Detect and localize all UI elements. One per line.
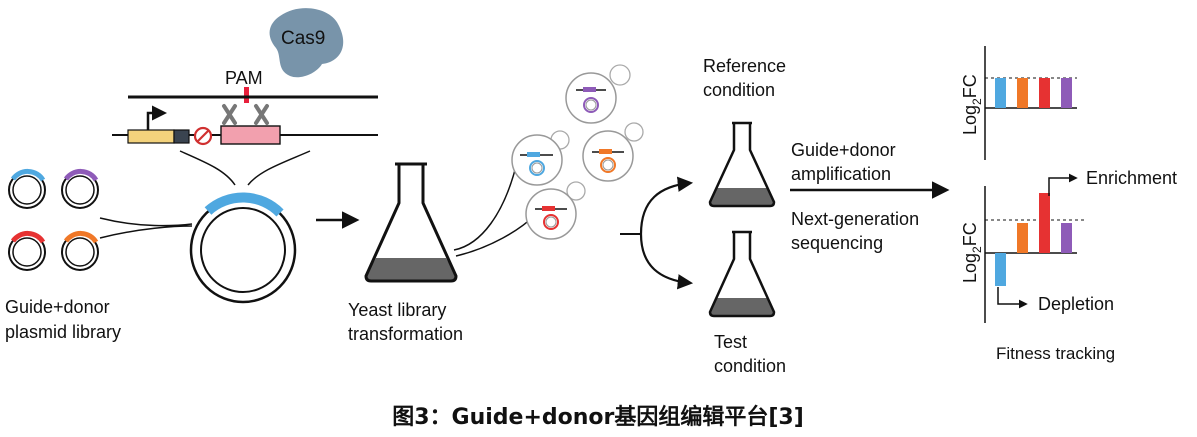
figure-caption: 图3：Guide+donor基因组编辑平台[3]: [392, 404, 804, 430]
yeast-cell-orange: [582, 122, 644, 182]
cas9-label: Cas9: [281, 28, 325, 49]
yeast-cells: [511, 64, 644, 240]
chart2-bar-blue: [995, 253, 1006, 286]
reference-flask-outline: [708, 121, 776, 208]
split-arrows: [620, 176, 694, 290]
process-line3: Next-generation: [791, 209, 919, 229]
plasmid-blue: [8, 168, 46, 209]
yeast-cell-blue: [511, 130, 570, 186]
test-flask: Test condition: [708, 230, 786, 376]
promoter-arrow-icon: [146, 105, 167, 130]
yeast-label-line1: Yeast library: [348, 300, 446, 320]
pam-marker: [244, 87, 249, 103]
chart2-bar-orange: [1017, 223, 1028, 253]
test-flask-outline: [708, 230, 776, 318]
plasmid-orange: [61, 230, 99, 271]
chart-reference: Log2FC: [960, 46, 1077, 160]
plasmid-purple: [61, 168, 99, 209]
yeast-label-line2: transformation: [348, 324, 463, 344]
promoter-block: [127, 129, 175, 144]
cut-site-icon: [222, 104, 269, 125]
process-line1: Guide+donor: [791, 140, 896, 160]
donor-target-block: [220, 125, 281, 145]
chart2-ylabel: Log2FC: [960, 222, 984, 283]
test-label-line1: Test: [714, 332, 747, 352]
chart2-bar-purple: [1061, 223, 1072, 253]
chart1-bar-purple: [1061, 78, 1072, 108]
yeast-cell-purple: [565, 64, 631, 124]
process-line2: amplification: [791, 164, 891, 184]
flask-liquid: [366, 258, 456, 281]
cas9-protein: Cas9: [269, 8, 344, 78]
plasmid-library: Guide+donor plasmid library: [5, 168, 121, 342]
chart2-bar-red: [1039, 193, 1050, 253]
yeast-cell-red: [525, 181, 586, 240]
test-flask-liquid: [710, 298, 774, 316]
flask-outline: [364, 162, 458, 283]
pam-label: PAM: [225, 68, 263, 88]
cas9-blob-icon: [269, 8, 344, 78]
fitness-label: Fitness tracking: [996, 344, 1115, 363]
reference-flask-liquid: [710, 188, 774, 206]
library-label-line2: plasmid library: [5, 322, 121, 342]
test-label-line2: condition: [714, 356, 786, 376]
dna-construct: PAM: [112, 68, 378, 186]
plasmid-red: [8, 230, 46, 271]
library-label-line1: Guide+donor: [5, 297, 110, 317]
reference-label-line1: Reference: [703, 56, 786, 76]
reference-flask: Reference condition: [703, 56, 786, 208]
scaffold-block: [173, 129, 190, 144]
depletion-arrow: [997, 287, 1028, 309]
yeast-flask: Yeast library transformation: [348, 162, 463, 344]
depletion-label: Depletion: [1038, 294, 1114, 314]
chart1-bar-orange: [1017, 78, 1028, 108]
reference-label-line2: condition: [703, 80, 775, 100]
plasmid-large: [189, 192, 297, 304]
chart-test: Log2FC Enrichment Depletion: [960, 168, 1177, 323]
zoom-lines: [179, 150, 311, 186]
chart1-bar-red: [1039, 78, 1050, 108]
chart1-bar-blue: [995, 78, 1006, 108]
chart1-ylabel: Log2FC: [960, 74, 984, 135]
sequencing-step: Guide+donor amplification Next-generatio…: [790, 140, 950, 253]
process-line4: sequencing: [791, 233, 883, 253]
fitness-charts: Log2FC Log2FC Enrichment Depletion Fitne…: [960, 46, 1177, 363]
terminator-icon: [193, 126, 213, 146]
enrichment-arrow: [1048, 173, 1078, 196]
pooling-lines: [99, 217, 193, 239]
enrichment-label: Enrichment: [1086, 168, 1177, 188]
